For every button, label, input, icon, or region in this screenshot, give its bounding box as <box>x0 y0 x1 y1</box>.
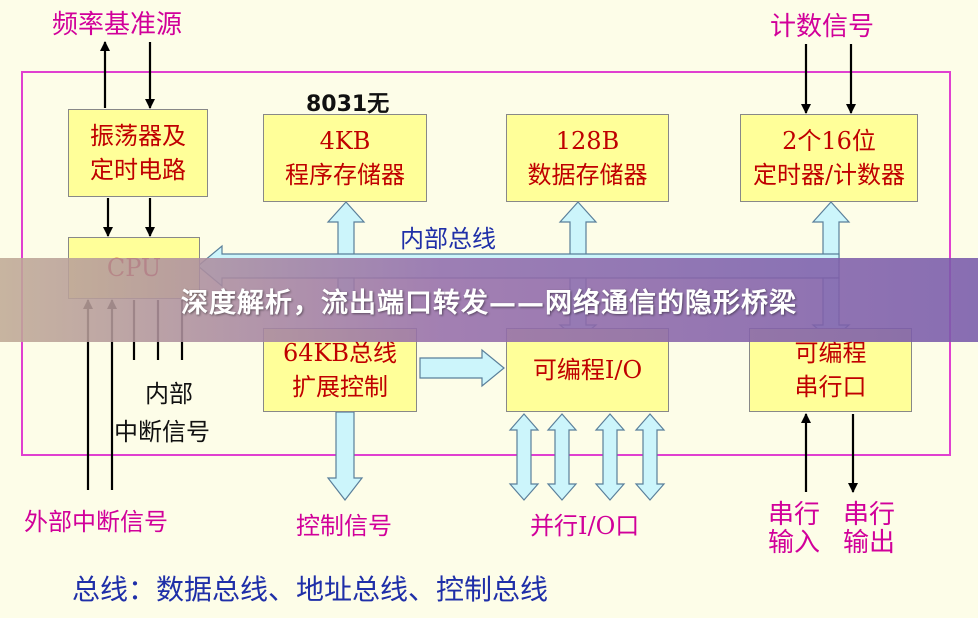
title-banner: 深度解析，流出端口转发——网络通信的隐形桥梁 <box>0 258 978 342</box>
timers-line-2: 定时器/计数器 <box>752 161 906 189</box>
chip-label: 8031无 <box>306 92 390 117</box>
programmable-io-block: 可编程I/O <box>506 328 669 412</box>
top-right-label: 计数信号 <box>770 12 875 42</box>
programmable-io-label: 可编程I/O <box>532 356 643 384</box>
control-signal-label: 控制信号 <box>296 512 392 540</box>
serial-out-label-2: 输出 <box>843 528 896 558</box>
data-memory-line-1: 128B <box>555 127 620 155</box>
serial-port-block: 可编程 串行口 <box>749 328 912 412</box>
bus-expansion-block: 64KB总线 扩展控制 <box>263 328 417 412</box>
bus-expansion-line-2: 扩展控制 <box>292 373 388 401</box>
program-memory-block: 4KB 程序存储器 <box>263 114 427 202</box>
internal-interrupt-label-1: 内部 <box>145 380 193 408</box>
serial-port-line-2: 串行口 <box>794 373 867 401</box>
serial-out-label-1: 串行 <box>843 500 896 530</box>
top-left-label: 频率基准源 <box>52 10 183 40</box>
bus-legend: 总线：数据总线、地址总线、控制总线 <box>72 573 549 606</box>
timers-line-1: 2个16位 <box>782 127 876 155</box>
program-memory-line-2: 程序存储器 <box>285 161 405 189</box>
program-memory-line-1: 4KB <box>319 127 371 155</box>
internal-interrupt-label-2: 中断信号 <box>114 418 210 446</box>
external-interrupt-label: 外部中断信号 <box>24 508 168 536</box>
parallel-io-arrow-3 <box>594 413 626 501</box>
oscillator-line-1: 振荡器及 <box>90 122 186 150</box>
bus-arrow-program-memory <box>326 201 366 263</box>
parallel-io-arrow-1 <box>508 413 540 501</box>
banner-title: 深度解析，流出端口转发——网络通信的隐形桥梁 <box>181 287 797 319</box>
serial-in-label-2: 输入 <box>768 528 821 558</box>
internal-bus-label: 内部总线 <box>400 225 496 253</box>
bus-arrow-timers <box>811 201 851 263</box>
bus-expansion-line-1: 64KB总线 <box>282 339 398 367</box>
timers-block: 2个16位 定时器/计数器 <box>740 114 918 202</box>
parallel-io-arrow-2 <box>546 413 578 501</box>
serial-in-label-1: 串行 <box>768 500 821 530</box>
bus-arrow-data-memory <box>558 201 598 263</box>
data-memory-line-2: 数据存储器 <box>527 161 648 189</box>
data-memory-block: 128B 数据存储器 <box>506 114 669 202</box>
oscillator-line-2: 定时电路 <box>90 156 186 184</box>
parallel-io-arrow-4 <box>634 413 666 501</box>
parallel-io-label: 并行I/O口 <box>530 512 640 540</box>
bus-arrow-expansion-to-io <box>419 348 505 388</box>
serial-port-line-1: 可编程 <box>794 339 867 367</box>
bus-arrow-control-signal <box>326 411 364 501</box>
oscillator-block: 振荡器及 定时电路 <box>68 109 208 197</box>
